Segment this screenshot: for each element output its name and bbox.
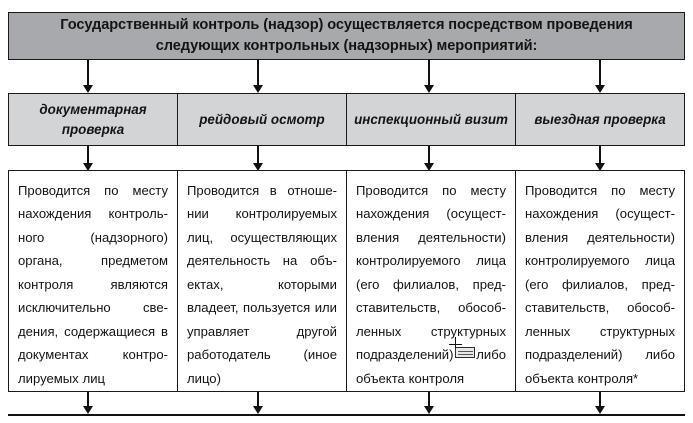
description-cell-documentary-check: Проводится по месту нахождения контроль­…	[9, 171, 178, 391]
method-label: рейдовый осмотр	[199, 111, 325, 127]
description-text: Проводится в отноше­нии контролируемых л…	[187, 183, 337, 386]
description-text: Проводится по месту нахождения контроль­…	[18, 183, 168, 386]
connector-arrow-title-to-method-1	[83, 60, 94, 93]
chart-title-box: Государственный контроль (надзор) осущес…	[8, 12, 685, 60]
method-label: выездная проверка	[534, 111, 666, 127]
connector-arrow-description-3-to-bottom	[424, 392, 435, 415]
method-cell-inspection-visit: инспекционный визит	[347, 94, 516, 145]
connector-arrow-method-2-to-description-2	[253, 146, 264, 171]
bottom-divider-line	[8, 414, 685, 416]
method-label: документарная проверка	[39, 102, 147, 137]
description-cell-raid-inspection: Проводится в отноше­нии контролируемых л…	[178, 171, 347, 391]
connector-arrow-description-2-to-bottom	[253, 392, 264, 415]
descriptions-row: Проводится по месту нахождения контроль­…	[8, 170, 685, 392]
description-text: Проводится по месту нахождения (осущест­…	[525, 183, 675, 386]
method-cell-onsite-check: выездная проверка	[516, 94, 684, 145]
connector-arrow-title-to-method-2	[253, 60, 264, 93]
connector-arrow-method-4-to-description-4	[595, 146, 606, 171]
connector-arrow-method-1-to-description-1	[83, 146, 94, 171]
connector-arrow-title-to-method-4	[595, 60, 606, 93]
description-text: Проводится по месту нахождения (осущест­…	[356, 183, 506, 386]
description-cell-onsite-check: Проводится по месту нахождения (осущест­…	[516, 171, 684, 391]
method-cell-raid-inspection: рейдовый осмотр	[178, 94, 347, 145]
description-cell-inspection-visit: Проводится по месту нахождения (осущест­…	[347, 171, 516, 391]
method-cell-documentary-check: документарная проверка	[9, 94, 178, 145]
method-label: инспекционный визит	[354, 111, 508, 127]
connector-arrow-method-3-to-description-3	[424, 146, 435, 171]
connector-arrow-description-1-to-bottom	[83, 392, 94, 415]
connector-arrow-description-4-to-bottom	[595, 392, 606, 415]
methods-row: документарная проверка рейдовый осмотр и…	[8, 93, 685, 146]
page-title: Государственный контроль (надзор) осущес…	[60, 17, 633, 54]
connector-arrow-title-to-method-3	[424, 60, 435, 93]
